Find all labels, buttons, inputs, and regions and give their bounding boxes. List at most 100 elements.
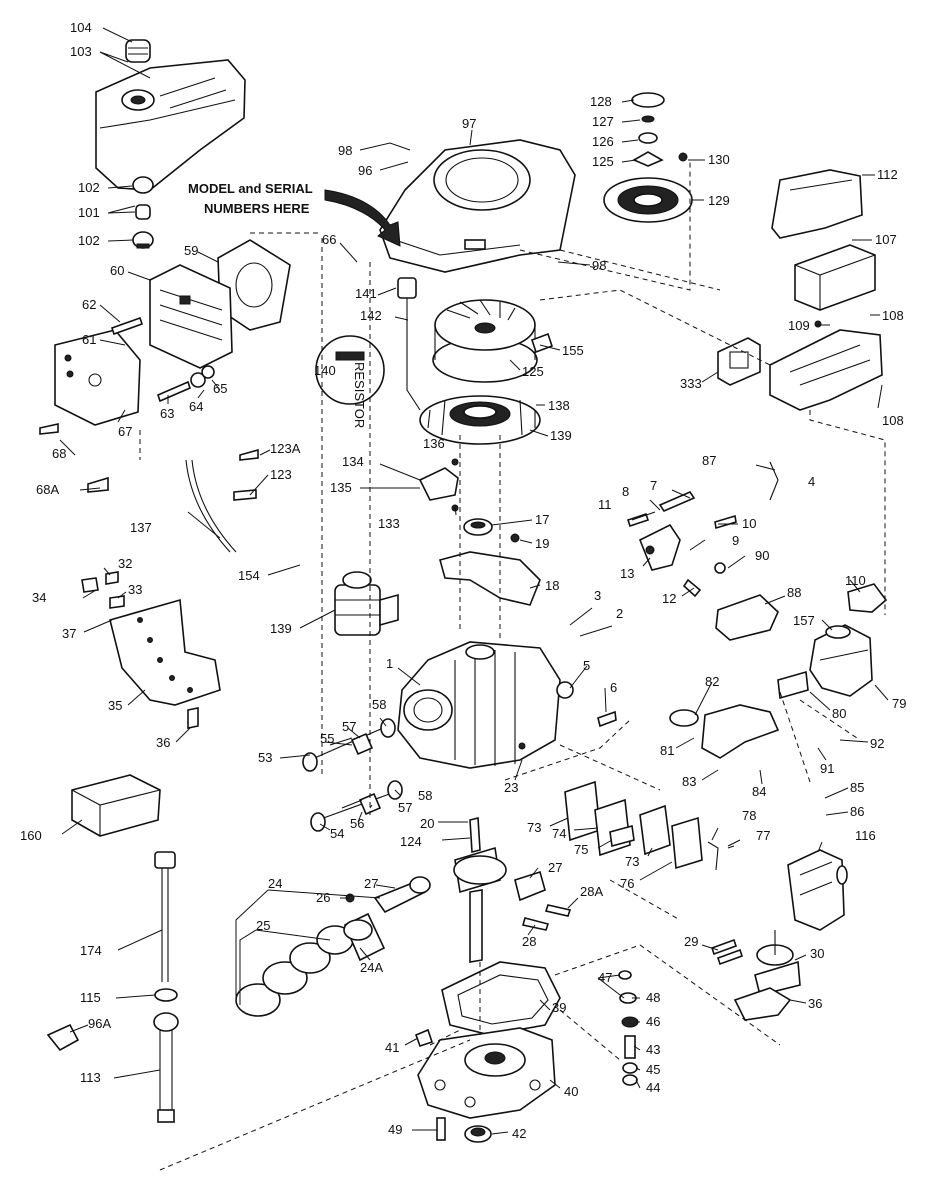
part-label: 141	[355, 286, 377, 301]
bolts-icon	[39, 316, 215, 493]
flywheel-icon	[432, 299, 538, 383]
filter-box-icon	[71, 774, 161, 837]
connecting-rod-icon	[373, 876, 431, 914]
seal-icon	[463, 518, 493, 536]
svg-text:RESISTOR: RESISTOR	[352, 362, 367, 428]
part-labels: 104 103 102 101 102 97 98 96 98 66 128 1…	[20, 20, 906, 1141]
part-label: 96A	[88, 1016, 111, 1031]
part-label: 45	[646, 1062, 660, 1077]
part-label: 157	[793, 613, 815, 628]
part-label: 124	[400, 834, 422, 849]
part-label: 109	[788, 318, 810, 333]
part-label: 154	[238, 568, 260, 583]
part-label: 55	[320, 731, 334, 746]
part-label: 134	[342, 454, 364, 469]
part-label: 54	[330, 826, 344, 841]
piston-icon	[343, 893, 386, 962]
part-label: 65	[213, 381, 227, 396]
model-serial-note-line1: MODEL and SERIAL	[188, 181, 313, 196]
part-label: 9	[732, 533, 739, 548]
part-label: 81	[660, 743, 674, 758]
part-label: 27	[548, 860, 562, 875]
crankshaft-icon	[453, 816, 507, 963]
part-label: 77	[756, 828, 770, 843]
part-label: 60	[110, 263, 124, 278]
blower-housing-icon	[379, 139, 576, 273]
part-label: 142	[360, 308, 382, 323]
piston-rings-icon	[235, 925, 354, 1017]
spark-plug-wire-icon	[397, 277, 421, 411]
part-label: 12	[662, 591, 676, 606]
part-label: 7	[650, 478, 657, 493]
part-label: 59	[184, 243, 198, 258]
part-label: 98	[338, 143, 352, 158]
part-label: 68A	[36, 482, 59, 497]
part-label: 88	[787, 585, 801, 600]
part-label: 91	[820, 761, 834, 776]
part-label: 18	[545, 578, 559, 593]
part-label: 104	[70, 20, 92, 35]
part-label: 62	[82, 297, 96, 312]
oil-pump-parts-icon	[618, 970, 639, 1086]
part-label: 83	[682, 774, 696, 789]
part-label: 27	[364, 876, 378, 891]
gasket-icon	[717, 337, 761, 386]
part-label: 30	[810, 946, 824, 961]
camshaft-icon	[710, 930, 801, 1021]
part-label: 92	[870, 736, 884, 751]
part-label: 53	[258, 750, 272, 765]
part-label: 23	[504, 780, 518, 795]
carburetor-icon	[777, 624, 873, 700]
part-label: 73	[527, 820, 541, 835]
part-label: 136	[423, 436, 445, 451]
air-filter-icon	[794, 244, 876, 311]
part-label: 139	[270, 621, 292, 636]
part-label: 85	[850, 780, 864, 795]
part-label: 28A	[580, 884, 603, 899]
part-label: 66	[322, 232, 336, 247]
part-label: 107	[875, 232, 897, 247]
part-label: 115	[80, 990, 101, 1005]
part-label: 138	[548, 398, 570, 413]
part-label: 36	[156, 735, 170, 750]
part-label: 333	[680, 376, 702, 391]
part-label: 8	[622, 484, 629, 499]
engine-block-icon	[397, 641, 617, 769]
brake-bracket-icon	[360, 458, 459, 512]
fuel-line-icon	[185, 459, 237, 553]
part-label: 4	[808, 474, 815, 489]
part-label: 24A	[360, 960, 383, 975]
part-label: 112	[877, 167, 898, 182]
part-label: 58	[418, 788, 432, 803]
part-label: 29	[684, 934, 698, 949]
model-serial-arrow-icon	[324, 189, 401, 247]
part-label: 37	[62, 626, 76, 641]
part-label: 20	[420, 816, 434, 831]
part-label: 97	[462, 116, 476, 131]
part-label: 79	[892, 696, 906, 711]
part-label: 34	[32, 590, 46, 605]
part-label: 110	[845, 573, 866, 588]
part-label: 17	[535, 512, 549, 527]
part-label: 101	[78, 205, 100, 220]
part-label: 5	[583, 658, 590, 673]
part-label: 36	[808, 996, 822, 1011]
part-label: 87	[702, 453, 716, 468]
shield-plate-icon	[54, 329, 141, 426]
grommet-icon	[132, 176, 154, 249]
part-label: 113	[80, 1070, 101, 1085]
part-label: 49	[388, 1122, 402, 1137]
fuel-tank-icon	[95, 59, 246, 191]
muffler-icon	[787, 849, 848, 931]
part-label: 57	[398, 800, 412, 815]
part-label: 82	[705, 674, 719, 689]
part-label: 28	[522, 934, 536, 949]
part-label: 39	[552, 1000, 566, 1015]
part-label: 139	[550, 428, 572, 443]
inset-circle-icon: RESISTOR	[315, 335, 385, 428]
part-label: 64	[189, 399, 203, 414]
part-label: 75	[574, 842, 588, 857]
assembly-lines	[139, 160, 886, 1171]
part-label: 130	[708, 152, 730, 167]
